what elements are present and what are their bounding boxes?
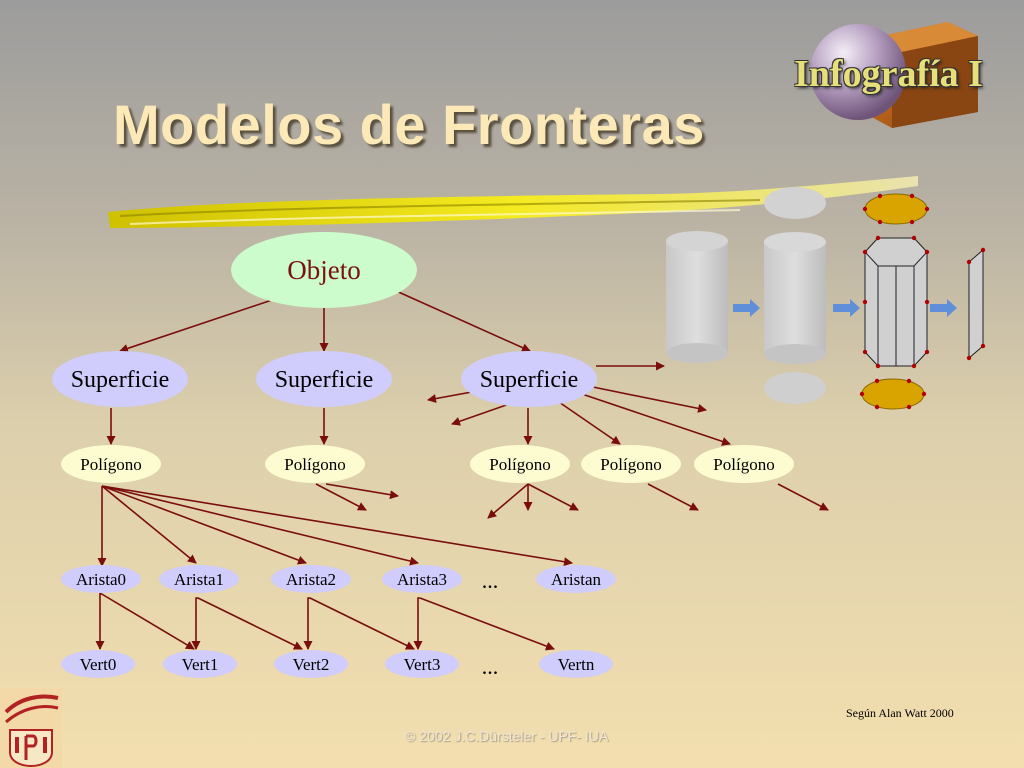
node-vertex: Vertn — [539, 650, 613, 678]
edge-label: Aristan — [551, 570, 602, 589]
sphere-cube-logo-icon — [810, 22, 978, 128]
polygon-label: Polígono — [489, 455, 550, 474]
copyright-footer: © 2002 J.C.Dürsteler - UPF- IUA — [405, 728, 609, 744]
node-edge: Arista0 — [61, 565, 141, 593]
node-polygon: Polígono — [581, 445, 681, 483]
vertex-label: Vert2 — [293, 655, 330, 674]
node-surface: Superficie — [461, 351, 597, 407]
vertex-label: Vert1 — [182, 655, 219, 674]
node-edge: Arista3 — [382, 565, 462, 593]
slide-title: Modelos de Fronteras — [113, 93, 705, 156]
node-polygon: Polígono — [694, 445, 794, 483]
tessellation-illustration — [666, 187, 986, 410]
edge-ellipsis: ... — [482, 568, 499, 593]
vertex-label: Vertn — [558, 655, 595, 674]
node-polygon: Polígono — [61, 445, 161, 483]
node-vertex: Vert1 — [163, 650, 237, 678]
vertex-label: Vert3 — [404, 655, 441, 674]
decorative-swoosh — [108, 176, 918, 228]
tree-edges — [95, 289, 829, 651]
polygon-label: Polígono — [713, 455, 774, 474]
edge-label: Arista2 — [286, 570, 336, 589]
node-edge: Aristan — [536, 565, 616, 593]
polygon-label: Polígono — [284, 455, 345, 474]
polygon-label: Polígono — [80, 455, 141, 474]
block-arrow-icon — [733, 299, 957, 317]
source-credit: Según Alan Watt 2000 — [846, 706, 954, 720]
node-edge: Arista2 — [271, 565, 351, 593]
node-polygon: Polígono — [470, 445, 570, 483]
polygon-label: Polígono — [600, 455, 661, 474]
surface-label: Superficie — [71, 367, 170, 393]
node-surface: Superficie — [256, 351, 392, 407]
node-vertex: Vert3 — [385, 650, 459, 678]
edge-label: Arista3 — [397, 570, 447, 589]
node-polygon: Polígono — [265, 445, 365, 483]
surface-label: Superficie — [480, 367, 579, 393]
node-root: Objeto — [231, 232, 417, 308]
edge-label: Arista0 — [76, 570, 126, 589]
node-surface: Superficie — [52, 351, 188, 407]
upf-logo-icon — [0, 688, 62, 768]
vertex-label: Vert0 — [80, 655, 117, 674]
brand-title: Infografía I — [794, 53, 983, 95]
vertex-ellipsis: ... — [482, 654, 499, 679]
edge-label: Arista1 — [174, 570, 224, 589]
node-vertex: Vert0 — [61, 650, 135, 678]
node-edge: Arista1 — [159, 565, 239, 593]
root-label: Objeto — [287, 255, 361, 285]
surface-label: Superficie — [275, 367, 374, 393]
node-vertex: Vert2 — [274, 650, 348, 678]
